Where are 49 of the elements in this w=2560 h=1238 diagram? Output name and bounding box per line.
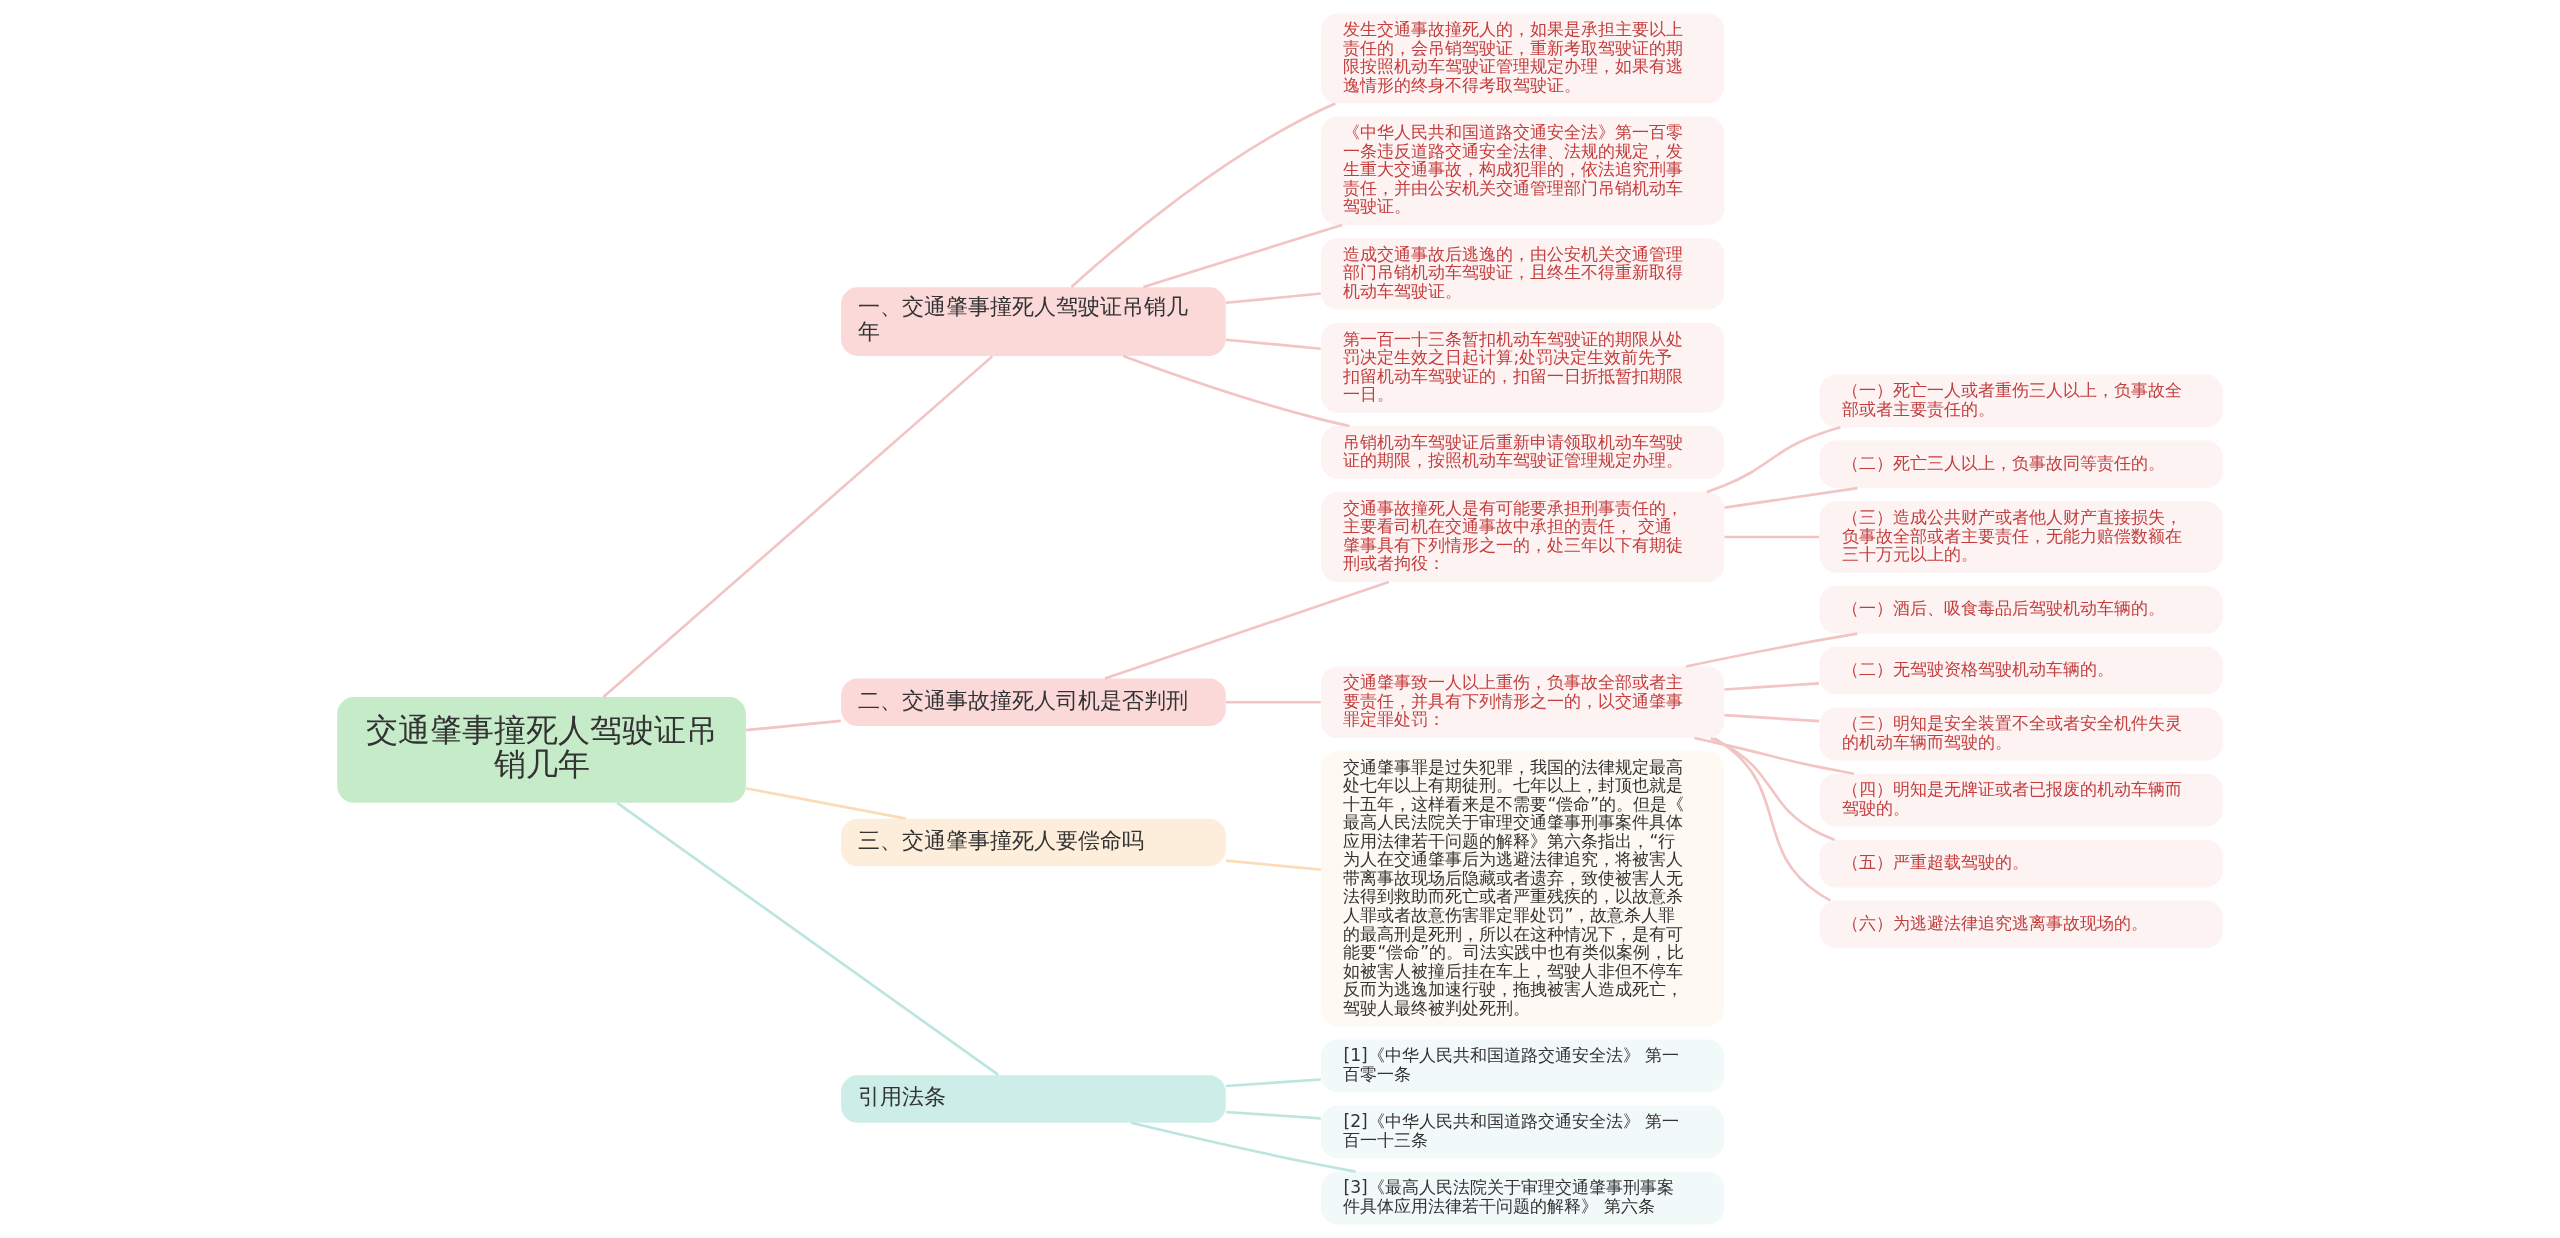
- node-box: （二）死亡三人以上，负事故同等责任的。: [1819, 440, 2223, 489]
- node-box: （五）严重超载驾驶的。: [1819, 839, 2223, 888]
- connector: [602, 355, 994, 698]
- node-box: [2]《中华人民共和国道路交通安全法》 第一百一十三条: [1321, 1105, 1725, 1159]
- node-box: [1]《中华人民共和国道路交通安全法》 第一百零一条: [1321, 1039, 1725, 1093]
- node-box: （三）造成公共财产或者他人财产直接损失，负事故全部或者主要责任，无能力赔偿数额在三十万元以上的。: [1819, 501, 2223, 573]
- connector: [1710, 736, 1836, 841]
- connector: [1225, 1110, 1321, 1120]
- node-box: 造成交通事故后逃逸的，由公安机关交通管理部门吊销机动车驾驶证，且终生不得重新取得机动车驾驶证。: [1321, 238, 1725, 310]
- node-box: （六）为逃避法律追究逃离事故现场的。: [1819, 900, 2223, 949]
- connector: [1713, 737, 1831, 902]
- connector: [1226, 700, 1321, 704]
- connector: [745, 787, 907, 820]
- node-box: 《中华人民共和国道路交通安全法》第一百零一条违反道路交通安全法律、法规的规定，发生重大交通事故，构成犯罪的，依法追究刑事责任，并由公安机关交通管理部门吊销机动车驾驶证。: [1321, 116, 1725, 225]
- node-box: 二、交通事故撞死人司机是否判刑: [841, 678, 1226, 727]
- connector: [1070, 102, 1336, 288]
- node-box: （一）酒后、吸食毒品后驾驶机动车辆的。: [1819, 585, 2223, 634]
- node-box: [3]《最高人民法院关于审理交通肇事刑事案件具体应用法律若干问题的解释》 第六条: [1321, 1171, 1725, 1225]
- connector: [1724, 713, 1820, 723]
- node-box: （二）无驾驶资格驾驶机动车辆的。: [1819, 646, 2223, 695]
- connector: [1694, 736, 1855, 775]
- node-box: 第一百一十三条暂扣机动车驾驶证的期限从处罚决定生效之日起计算;处罚决定生效前先予扣留机动车驾驶证的，扣留一日折抵暂扣期限一日。: [1321, 322, 1725, 413]
- connector: [746, 719, 841, 732]
- connector: [1130, 1121, 1356, 1173]
- connector: [1225, 859, 1321, 871]
- connector: [1225, 338, 1321, 351]
- connector: [616, 801, 1000, 1076]
- connector: [1143, 223, 1343, 289]
- connector: [1225, 1078, 1321, 1088]
- connector: [1225, 292, 1321, 305]
- node-box: 交通肇事撞死人驾驶证吊销几年: [337, 697, 746, 803]
- node-box: 发生交通事故撞死人的，如果是承担主要以上责任的，会吊销驾驶证，重新考取驾驶证的期限按照机动车驾驶证管理规定办理，如果有逃逸情形的终身不得考取驾驶证。: [1321, 13, 1725, 104]
- connector: [1706, 426, 1841, 494]
- node-box: 一、交通肇事撞死人驾驶证吊销几年: [841, 287, 1226, 356]
- node-box: 吊销机动车驾驶证后重新申请领取机动车驾驶证的期限，按照机动车驾驶证管理规定办理。: [1321, 425, 1725, 479]
- node-box: （三）明知是安全装置不全或者安全机件失灵的机动车辆而驾驶的。: [1819, 707, 2223, 761]
- connector: [1122, 354, 1350, 428]
- node-box: 三、交通肇事撞死人要偿命吗: [841, 818, 1226, 867]
- connector: [1685, 632, 1858, 668]
- connector: [1724, 682, 1820, 691]
- node-box: （一）死亡一人或者重伤三人以上，负事故全部或者主要责任的。: [1819, 374, 2223, 428]
- node-box: （四）明知是无牌证或者已报废的机动车辆而驾驶的。: [1819, 773, 2223, 827]
- connector: [1104, 580, 1390, 680]
- node-box: 交通肇事致一人以上重伤，负事故全部或者主要责任，并具有下列情形之一的，以交通肇事罪定罪处罚：: [1321, 666, 1725, 738]
- connector: [1724, 486, 1858, 509]
- connector: [1724, 535, 1820, 539]
- node-box: 交通肇事罪是过失犯罪，我国的法律规定最高处七年以上有期徒刑。七年以上，封顶也就是十五年，这样看来是不需要“偿命”的。但是《最高人民法院关于审理交通肇事刑事案件具体应用法律若干问题的解释》第六条指出，“行为人在交通肇事后为逃避法律追究，将被害人带离事故现场后隐藏或者遗弃，致使被害人无法得到救助而死亡或者严重残疾的，以故意杀人罪或者故意伤害罪定罪处罚”，故意杀人罪的最高刑是死刑，所以在这种情况下，是有可能要“偿命”的。司法实践中也有类似案例，比如被害人被撞后挂在车上，驾驶人非但不停车反而为逃逸加速行驶，拖拽被害人造成死亡，驾驶人最终被判处死刑。: [1321, 751, 1725, 1027]
- node-box: 交通事故撞死人是有可能要承担刑事责任的，主要看司机在交通事故中承担的责任， 交通肇事具有下列情形之一的，处三年以下有期徒刑或者拘役：: [1321, 492, 1725, 582]
- node-box: 引用法条: [841, 1075, 1226, 1123]
